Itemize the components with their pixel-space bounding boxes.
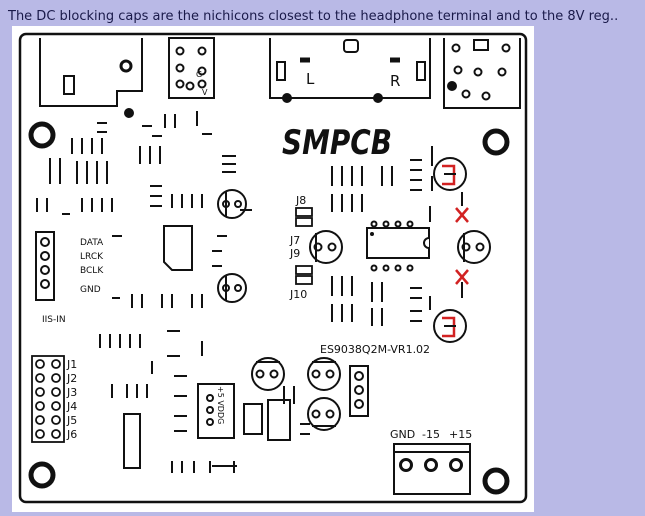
- jumper-label-j7: J7: [289, 234, 300, 247]
- headphone-label-left: L: [306, 70, 315, 88]
- jumper-label-j9: J9: [289, 247, 300, 260]
- iis-pin-bclk: BCLK: [80, 266, 104, 276]
- cap-c7: [251, 357, 285, 391]
- jumper-label-j10: J10: [289, 288, 307, 301]
- iis-pin-data: DATA: [80, 238, 104, 248]
- j-label-j4: J4: [66, 400, 77, 413]
- j-label-j6: J6: [66, 428, 77, 441]
- mount-hole-tr: [482, 128, 510, 156]
- top-left-jack: [39, 38, 143, 118]
- cap-c1: [217, 189, 247, 219]
- regulator-block: [197, 383, 291, 441]
- board-outline: [18, 32, 528, 504]
- central-resistor-columns: [331, 146, 463, 326]
- power-terminal: [393, 443, 471, 495]
- iis-pin-gnd: GND: [80, 285, 101, 295]
- usb-label-g: G: [196, 70, 202, 79]
- post-caption: The DC blocking caps are the nichicons c…: [8, 9, 619, 24]
- iis-pin-lrck: LRCK: [80, 252, 104, 262]
- regulator-label: +5 VDDG: [216, 386, 225, 424]
- j-label-j1: J1: [66, 358, 77, 371]
- iis-in-label: IIS-IN: [42, 315, 66, 325]
- left-ic: [163, 225, 193, 271]
- mount-hole-bl: [28, 461, 56, 489]
- cap-c6: [433, 309, 467, 343]
- usb-label-v: V: [202, 88, 208, 97]
- model-label: ES9038Q2M-VR1.02: [320, 343, 430, 356]
- mounting-holes: [28, 121, 510, 495]
- headphone-jack: [269, 38, 431, 103]
- smd-marks: [36, 111, 310, 473]
- dip-chip: [366, 220, 430, 272]
- pcb-silkscreen-image: G V L R SMPCB: [12, 26, 534, 512]
- cap-c2: [217, 273, 247, 303]
- usb-connector: [168, 37, 215, 99]
- cap-c4: [457, 230, 491, 264]
- cap-c8: [307, 357, 341, 391]
- power-label-neg: -15: [422, 428, 440, 441]
- power-label-gnd: GND: [390, 428, 415, 441]
- jumper-label-j8: J8: [295, 194, 306, 207]
- pcb-drawing: G V L R SMPCB: [18, 32, 528, 504]
- power-label-pos: +15: [449, 428, 472, 441]
- mount-hole-tl: [28, 121, 56, 149]
- j-label-j3: J3: [66, 386, 77, 399]
- cap-c9: [307, 397, 341, 431]
- three-pin-header: [349, 365, 369, 417]
- j-label-j5: J5: [66, 414, 77, 427]
- headphone-label-right: R: [390, 72, 400, 90]
- iis-in-header: [35, 231, 55, 301]
- jumper-pads: [295, 207, 313, 285]
- j-header-block: [31, 355, 65, 443]
- smpcb-logo: SMPCB: [282, 123, 392, 163]
- j-label-j2: J2: [66, 372, 77, 385]
- cap-c5: [433, 157, 467, 191]
- bottom-left-chip: [123, 413, 141, 469]
- top-right-jack: [443, 38, 521, 109]
- mount-hole-br: [482, 467, 510, 495]
- cap-c3: [309, 230, 343, 264]
- electrolytic-caps: [217, 157, 491, 431]
